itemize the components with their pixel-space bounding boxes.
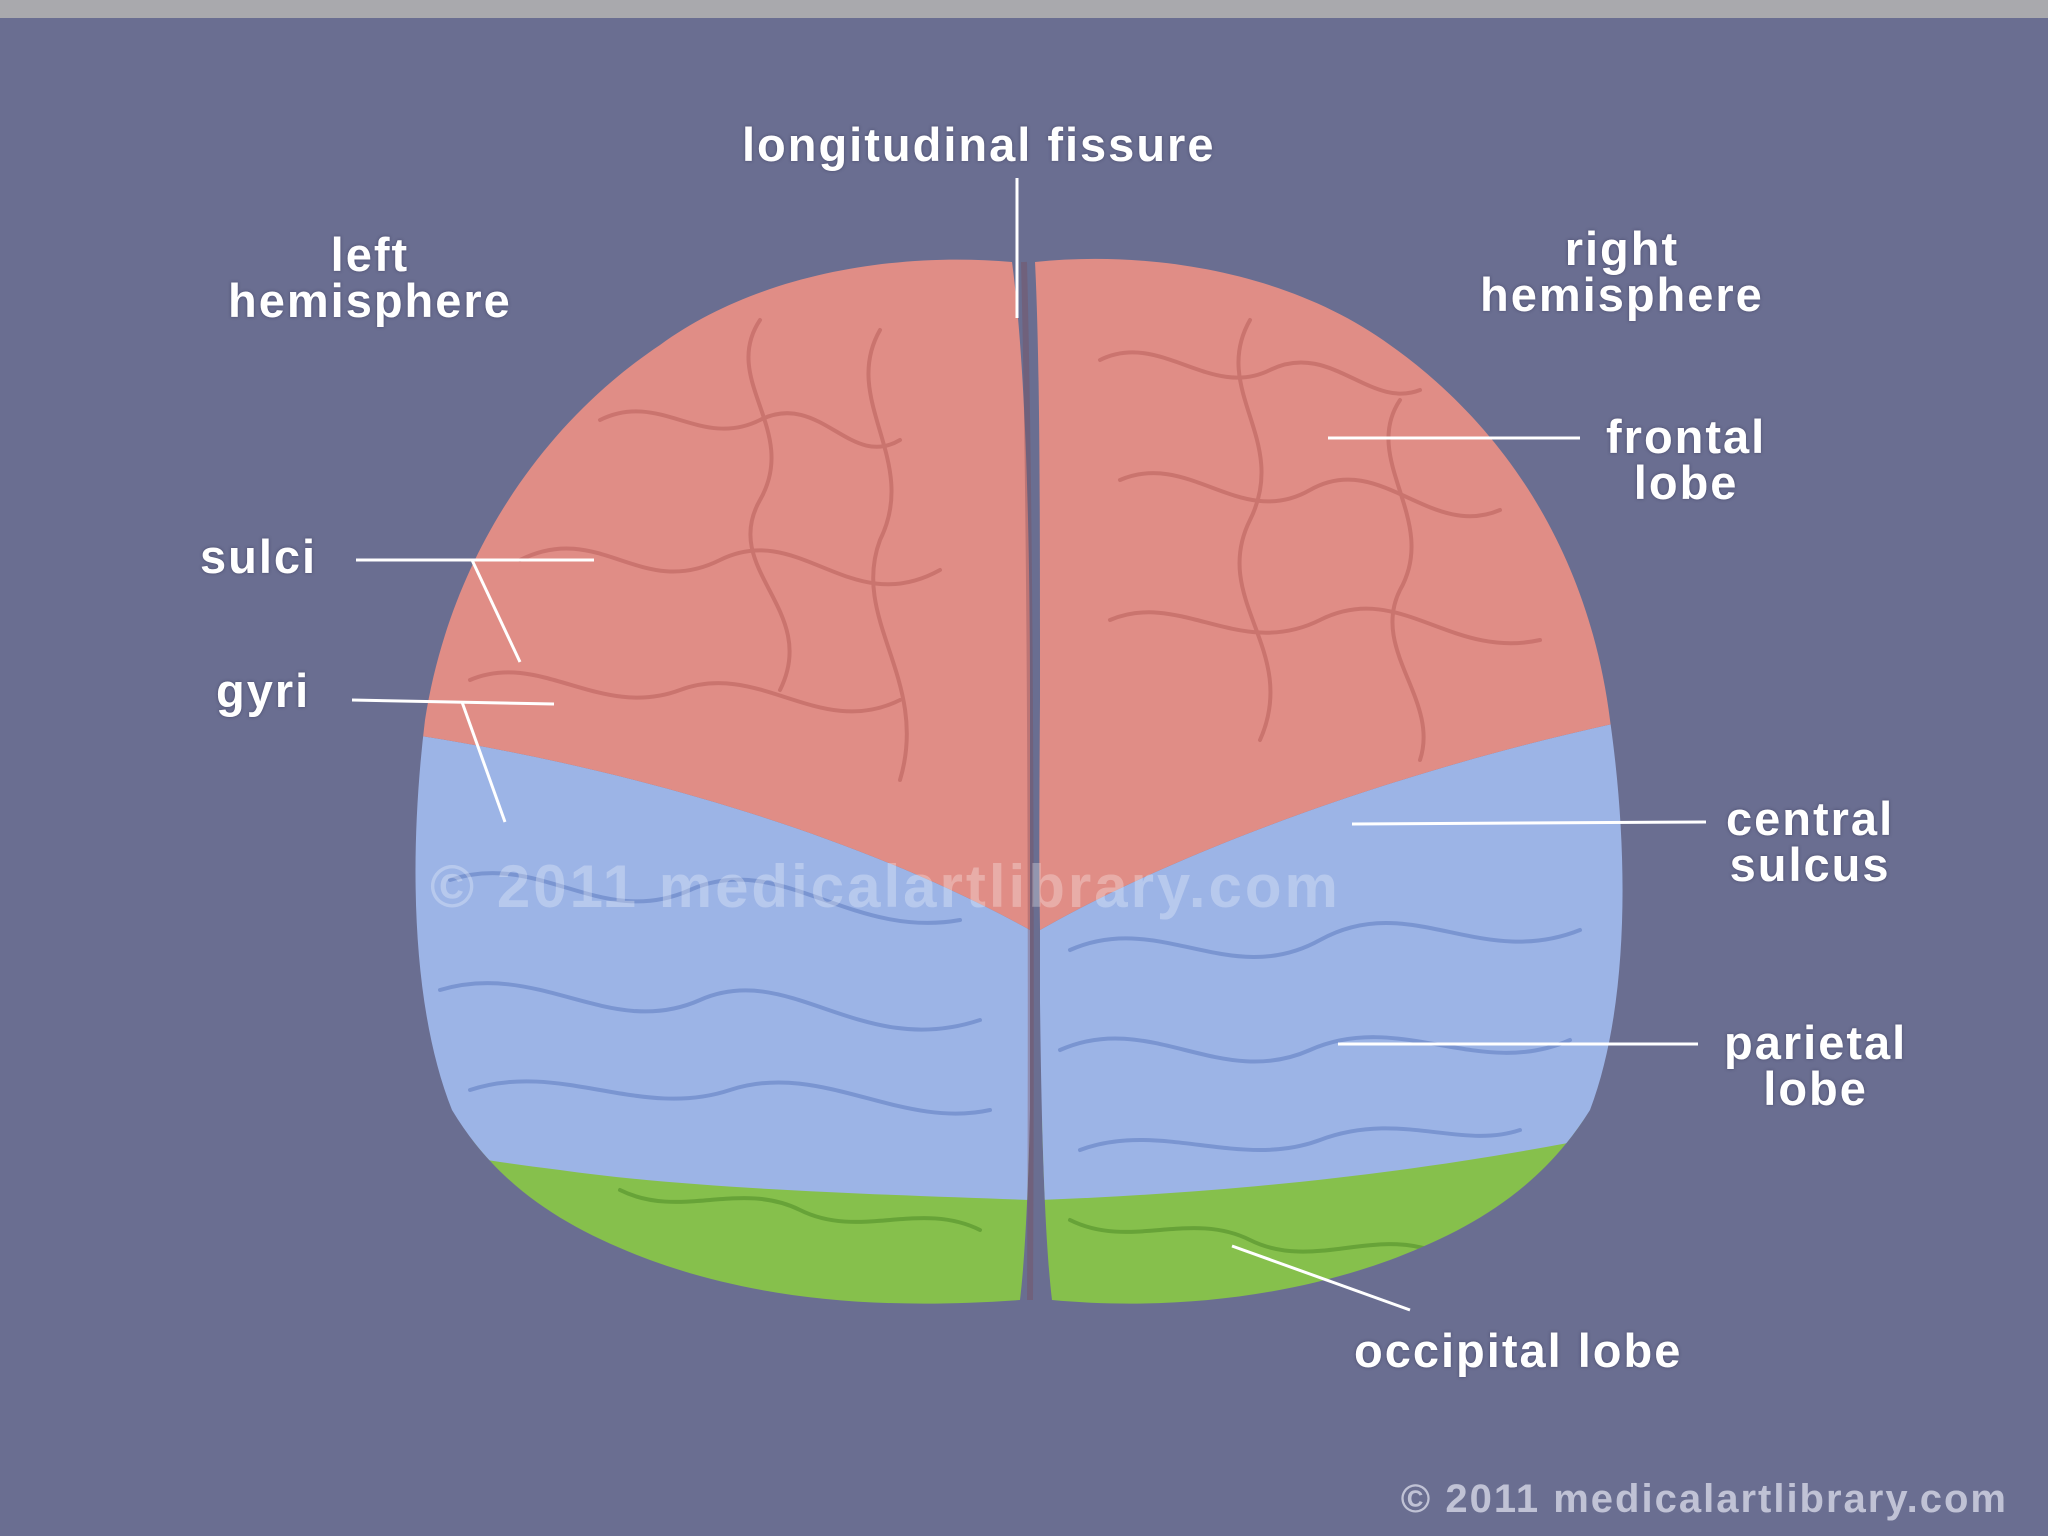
leader-gyri-diagonal [460, 701, 507, 823]
label-frontal-lobe: frontal lobe [1606, 410, 1767, 509]
label-central-sulcus: central sulcus [1726, 792, 1895, 891]
label-longitudinal-fissure: longitudinal fissure [742, 118, 1216, 171]
left-gyri-grooves [438, 318, 992, 1232]
top-bar [0, 0, 2048, 18]
right-hemisphere [1035, 258, 1623, 1304]
label-left-hemisphere: left hemisphere [228, 228, 512, 327]
right-gyri-grooves [1058, 318, 1582, 1254]
label-right-hemisphere-line1: right [1564, 222, 1680, 275]
label-occipital-lobe: occipital lobe [1354, 1324, 1683, 1377]
label-left-hemisphere-line2: hemisphere [228, 274, 512, 327]
right-parietal-region [1040, 710, 1623, 1200]
label-parietal-lobe-line2: lobe [1763, 1062, 1868, 1115]
label-sulci: sulci [200, 530, 318, 583]
label-frontal-lobe-line2: lobe [1633, 456, 1739, 509]
leader-occipital-lobe [1231, 1244, 1411, 1312]
copyright-footer: © 2011 medicalartlibrary.com [1400, 1477, 2008, 1521]
label-central-sulcus-line1: central [1726, 792, 1895, 845]
label-frontal-lobe-line1: frontal [1606, 410, 1767, 463]
label-gyri: gyri [216, 664, 311, 717]
label-right-hemisphere: right hemisphere [1480, 222, 1764, 321]
label-parietal-lobe-line1: parietal [1724, 1016, 1908, 1069]
label-central-sulcus-line2: sulcus [1729, 838, 1891, 891]
label-left-hemisphere-line1: left [330, 228, 410, 281]
left-hemisphere [415, 259, 1032, 1304]
leader-gyri-horizontal [351, 698, 555, 706]
label-parietal-lobe: parietal lobe [1724, 1016, 1908, 1115]
image-watermark: © 2011 medicalartlibrary.com [430, 853, 1341, 920]
fissure-shadow [1021, 261, 1034, 1301]
leader-sulci-diagonal [470, 559, 522, 663]
label-right-hemisphere-line2: hemisphere [1480, 268, 1764, 321]
leader-lines [351, 178, 1707, 1312]
leader-central-sulcus [1351, 820, 1707, 826]
